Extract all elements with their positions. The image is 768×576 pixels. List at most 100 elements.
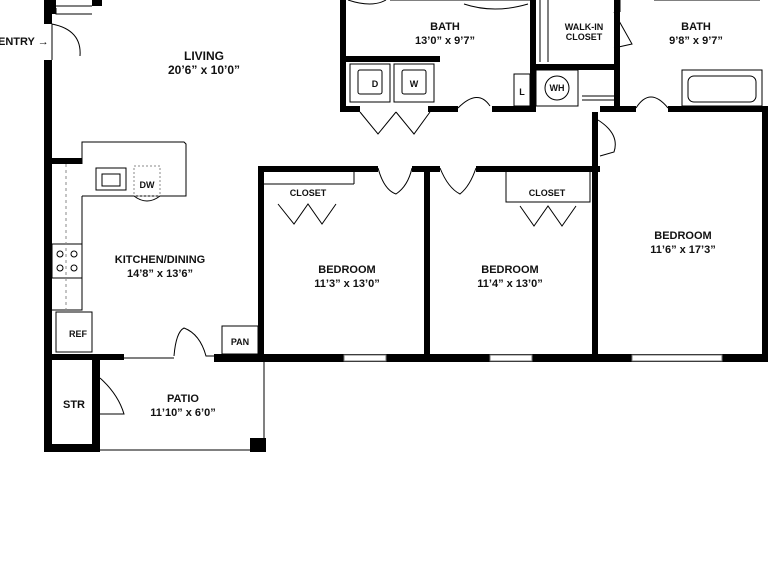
wall-bath1-right: [530, 0, 536, 112]
closet1-outline: [264, 172, 355, 185]
wall-bath2-bottom-left: [600, 106, 636, 112]
water-heater-label: WH: [550, 83, 565, 93]
bath1-door: [457, 97, 491, 109]
linen-box: [513, 73, 531, 107]
wall-bed1-left: [258, 166, 264, 360]
bedroom3-door: [597, 119, 616, 157]
closet2-outline: [505, 172, 591, 203]
kitchen-counter-left: [52, 196, 83, 311]
living-dims: 20’6” x 10’0”: [168, 63, 240, 77]
washer-drum: [401, 69, 427, 95]
closet1-doors: [277, 203, 337, 225]
wall-laundry-top: [340, 56, 440, 62]
bedroom3-dims: 11’6” x 17’3”: [650, 244, 715, 256]
kitchen-island: [81, 141, 187, 197]
walls: [44, 0, 768, 452]
bath1-dims: 13’0” x 9’7”: [415, 35, 475, 47]
burner-2: [70, 250, 78, 258]
wall-left: [44, 60, 52, 452]
linen-label: L: [519, 87, 525, 97]
refrigerator-label: REF: [69, 329, 88, 339]
wall-kitchen-bottom: [44, 354, 124, 360]
wall-bed-top-mid: [412, 166, 440, 172]
closet1-label: CLOSET: [290, 188, 327, 198]
closet2-label: CLOSET: [529, 188, 566, 198]
bathtub-inner: [687, 75, 757, 103]
bedroom1-name: BEDROOM: [318, 264, 375, 276]
closet2-doors: [519, 205, 577, 227]
walkin-line2: CLOSET: [566, 32, 603, 42]
burner-1: [56, 250, 64, 258]
wall-wh-top: [536, 64, 620, 70]
pantry-box: [221, 325, 259, 355]
bathtub: [681, 69, 763, 107]
wall-right: [762, 112, 768, 362]
patio-outline: [100, 362, 265, 451]
sink: [95, 167, 127, 191]
window-bed2: [489, 354, 533, 362]
dishwasher-label: DW: [140, 180, 155, 190]
wall-kitchen-top: [52, 158, 82, 164]
dryer-drum: [357, 69, 383, 95]
walkin-line1: WALK-IN: [565, 22, 604, 32]
entry-door: [51, 23, 81, 60]
bath2-dims: 9’8” x 9’7”: [669, 35, 723, 47]
dryer-label: D: [372, 79, 379, 89]
bedroom2-dims: 11’4” x 13’0”: [477, 278, 542, 290]
stove: [51, 243, 83, 279]
window-bed1: [343, 354, 387, 362]
bedroom3-name: BEDROOM: [654, 230, 711, 242]
wh-box: [535, 69, 579, 107]
fixtures: [51, 0, 763, 451]
bedroom1-dims: 11’3” x 13’0”: [314, 278, 379, 290]
refrigerator-box: [55, 311, 93, 353]
dishwasher-box: [133, 165, 161, 197]
kitchen-dims: 14’8” x 13’6”: [127, 268, 193, 280]
laundry-doors: [359, 111, 431, 135]
wall-hall-top: [492, 106, 536, 112]
wall-walkin-right: [614, 0, 620, 112]
wall-bed3-left: [592, 112, 598, 362]
entry-label: ENTRY →: [0, 36, 49, 48]
entry-closet-edge: [55, 5, 92, 15]
bath1-fixtures: [347, 0, 530, 10]
bedroom2-name: BEDROOM: [481, 264, 538, 276]
wall-corner: [52, 0, 56, 14]
wall-laundry-bottom-left: [340, 106, 360, 112]
bath1-name: BATH: [430, 21, 460, 33]
bedroom1-door: [377, 167, 413, 195]
wall-bath2-bottom: [668, 106, 768, 112]
patio-post: [250, 438, 266, 452]
wall-laundry-bottom-mid: [428, 106, 458, 112]
window-bed3: [631, 354, 723, 362]
sink-basin: [101, 173, 121, 187]
washer-box: [393, 63, 435, 103]
wall-bed1-top: [258, 166, 378, 172]
labels: ENTRY → LIVING 20’6” x 10’0” KITCHEN/DIN…: [0, 21, 723, 419]
bath2-top: [619, 0, 760, 12]
storage-door: [99, 377, 125, 415]
burner-3: [56, 264, 64, 272]
wall-left-top: [44, 0, 52, 24]
dishwasher-arc: [133, 195, 161, 202]
wall-top-stub: [92, 0, 102, 6]
washer-label: W: [410, 79, 419, 89]
wh-tank: [544, 75, 570, 101]
storage-label: STR: [63, 399, 85, 411]
walkin-shelves: [539, 0, 549, 62]
patio-door: [124, 327, 214, 359]
walkin-door: [613, 11, 633, 49]
patio-dims: 11’10” x 6’0”: [150, 407, 215, 419]
dryer-box: [349, 63, 391, 103]
wall-storage: [92, 360, 100, 452]
kitchen-name: KITCHEN/DINING: [115, 254, 205, 266]
wh-shelf: [582, 95, 614, 101]
wall-bed-divider: [424, 166, 430, 360]
wall-bed2-top: [476, 166, 600, 172]
pantry-label: PAN: [231, 337, 249, 347]
wall-bottom-left: [44, 444, 100, 452]
patio-name: PATIO: [167, 393, 199, 405]
bedroom2-door: [439, 167, 477, 195]
living-name: LIVING: [184, 49, 224, 63]
